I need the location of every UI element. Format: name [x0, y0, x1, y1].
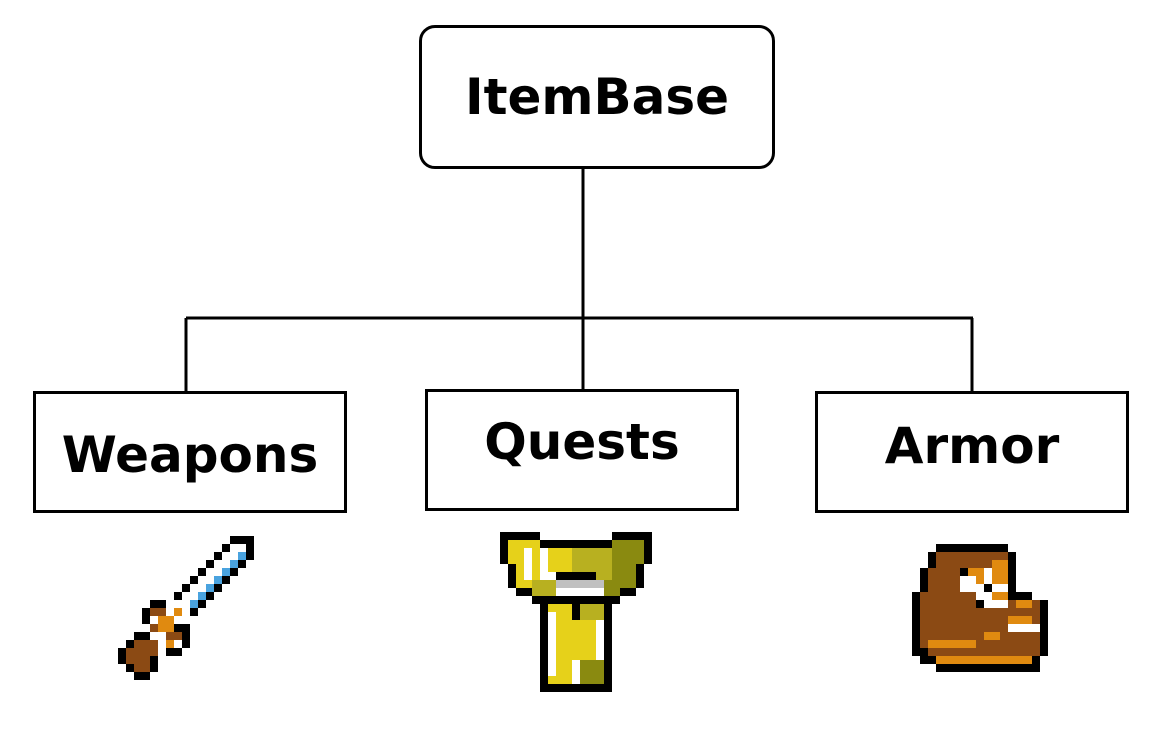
sword-icon [118, 536, 254, 680]
key-icon [500, 532, 652, 692]
child-node-weapons: Weapons [33, 391, 347, 513]
root-node-itembase: ItemBase [419, 25, 775, 169]
boot-icon [912, 544, 1048, 672]
quests-label: Quests [484, 413, 680, 471]
child-node-armor: Armor [815, 391, 1129, 513]
weapons-label: Weapons [61, 426, 319, 484]
armor-label: Armor [884, 417, 1060, 475]
child-node-quests: Quests [425, 389, 739, 511]
root-label: ItemBase [464, 68, 730, 126]
